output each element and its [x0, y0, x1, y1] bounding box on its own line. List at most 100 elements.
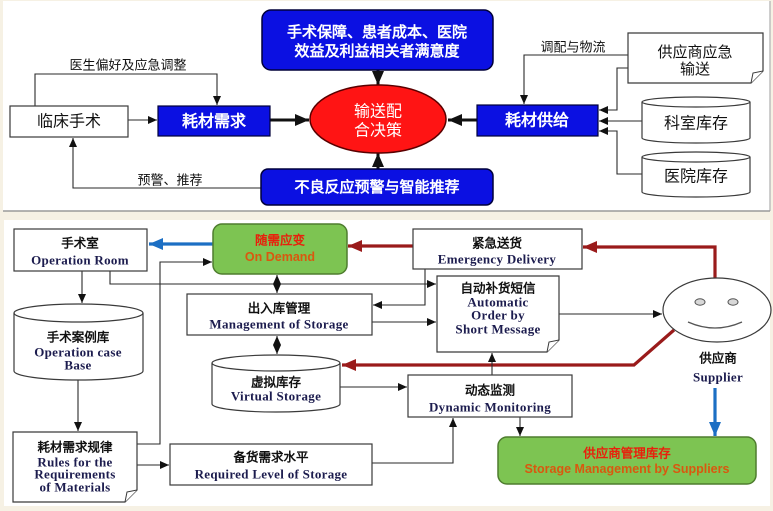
edge-emergency-to-storage-management [373, 269, 426, 309]
material-supply-shape [476, 104, 599, 137]
virtual-storage-cylinder-rim [211, 362, 341, 372]
on-demand-zh: 随需应变 [255, 233, 306, 248]
auto-order-en-line-1: Automatic [467, 295, 528, 310]
emergency-delivery-node: 紧急送货 Emergency Delivery [412, 228, 583, 270]
warning-box-label: 不良反应预警与智能推荐 [294, 178, 459, 196]
material-demand-node: 耗材需求 [157, 105, 271, 137]
goals-box-shape [261, 9, 494, 71]
supplier-right-eye-icon [727, 298, 739, 306]
supplier-left-eye-icon [694, 298, 706, 306]
edge-hospital-stock-to-supply [599, 127, 642, 175]
edge-label-warning: 预警、推荐 [137, 173, 202, 189]
operation-room-zh: 手术室 [61, 236, 99, 251]
emergency-delivery-en: Emergency Delivery [438, 252, 557, 267]
vmi-shape [497, 436, 757, 485]
supplier-emergency-delivery-line-2: 输送 [680, 60, 710, 78]
case-base-en-line-2: Base [64, 358, 91, 373]
edge-supplier-to-virtual-storage [342, 328, 676, 371]
on-demand-shape [212, 223, 348, 275]
requirement-rules-node: 耗材需求规律 Rules for the Requirements of Mat… [12, 431, 138, 503]
department-stock-cylinder-rim [641, 101, 751, 108]
document-fold-icon [124, 489, 138, 503]
dynamic-monitoring-zh: 动态监测 [465, 383, 515, 398]
edge-surgery-to-demand-preference [34, 73, 221, 106]
on-demand-en: On Demand [245, 250, 315, 264]
hospital-stock-label: 医院库存 [664, 167, 728, 186]
auto-order-en-line-3: Short Message [455, 322, 540, 337]
hospital-stock-node: 医院库存 [641, 151, 751, 198]
emergency-delivery-shape [412, 228, 583, 270]
required-level-shape [169, 443, 373, 486]
dynamic-monitoring-shape [407, 374, 573, 418]
required-level-node: 备货需求水平 Required Level of Storage [169, 443, 373, 486]
storage-management-en: Management of Storage [209, 317, 348, 332]
supplier-emergency-delivery-node: 供应商应急 输送 [627, 32, 764, 84]
vmi-en: Storage Management by Suppliers [525, 462, 730, 476]
material-demand-shape [157, 105, 271, 137]
document-fold-icon [546, 339, 560, 353]
storage-management-zh: 出入库管理 [248, 301, 311, 316]
decision-node-line-1: 输送配 [354, 102, 402, 121]
operation-room-shape [13, 228, 148, 272]
auto-order-en-line-2: Order by [471, 308, 525, 323]
material-supply-label: 耗材供给 [505, 111, 569, 130]
document-fold-icon [750, 70, 764, 84]
virtual-storage-zh: 虚拟库存 [251, 375, 302, 390]
edge-rules-to-on-demand [137, 258, 212, 445]
case-base-en-line-1: Operation case [34, 345, 122, 360]
supplier-en: Supplier [693, 370, 743, 385]
requirement-rules-en-line-2: Requirements [34, 467, 115, 482]
decision-node-line-2: 合决策 [354, 121, 402, 140]
edge-operation-room-to-auto-order [109, 271, 436, 288]
auto-order-node: 自动补货短信 Automatic Order by Short Message [436, 275, 560, 353]
supplier-emergency-delivery-line-1: 供应商应急 [657, 43, 732, 61]
case-base-cylinder-icon [13, 303, 144, 381]
required-level-zh: 备货需求水平 [232, 450, 309, 465]
department-stock-node: 科室库存 [641, 96, 751, 144]
warning-box: 不良反应预警与智能推荐 [260, 168, 494, 206]
case-base-zh: 手术案例库 [47, 330, 110, 345]
vmi-zh: 供应商管理库存 [582, 446, 671, 461]
goals-box-line-2: 效益及利益相关者满意度 [294, 42, 460, 60]
auto-order-zh: 自动补货短信 [460, 281, 536, 296]
case-base-node: 手术案例库 Operation case Base [13, 303, 144, 381]
department-stock-cylinder-icon [641, 96, 751, 144]
edge-required-level-to-monitoring [372, 418, 457, 464]
storage-management-node: 出入库管理 Management of Storage [186, 293, 373, 336]
supplier-smiley-face-icon [662, 277, 772, 343]
edge-supplier-to-emergency [583, 241, 717, 279]
emergency-delivery-zh: 紧急送货 [472, 236, 523, 251]
edge-warning-to-surgery [69, 138, 261, 189]
on-demand-node: 随需应变 On Demand [212, 223, 348, 275]
edge-emergency-to-supply [599, 67, 628, 114]
required-level-en: Required Level of Storage [195, 467, 348, 482]
material-demand-label: 耗材需求 [182, 112, 247, 131]
virtual-storage-cylinder-icon [211, 354, 341, 413]
hospital-stock-cylinder-icon [641, 151, 751, 198]
virtual-storage-en: Virtual Storage [231, 389, 321, 404]
bottom-panel: 手术室 Operation Room 随需应变 On Demand 紧急送货 E… [4, 220, 772, 506]
goals-box: 手术保障、患者成本、医院 效益及利益相关者满意度 [261, 9, 494, 71]
supplier-zh: 供应商 [698, 351, 737, 366]
material-supply-node: 耗材供给 [476, 104, 599, 137]
clinical-surgery-shape [9, 105, 129, 138]
department-stock-label: 科室库存 [664, 114, 728, 133]
clinical-surgery-label: 临床手术 [37, 112, 101, 131]
requirement-rules-zh: 耗材需求规律 [37, 440, 113, 455]
edge-emergency-to-supply-logistics [520, 54, 628, 104]
operation-room-node: 手术室 Operation Room [13, 228, 148, 272]
clinical-surgery-node: 临床手术 [9, 105, 129, 138]
warning-box-shape [260, 168, 494, 206]
decision-node: 输送配 合决策 [309, 84, 447, 154]
requirement-rules-en-line-3: of Materials [39, 480, 110, 495]
edge-label-logistics: 调配与物流 [540, 41, 605, 56]
dynamic-monitoring-en: Dynamic Monitoring [429, 400, 551, 415]
decision-node-shape [309, 84, 447, 154]
operation-room-en: Operation Room [31, 253, 129, 268]
supplier-smile-icon [687, 321, 743, 329]
edge-label-preference: 医生偏好及应急调整 [69, 58, 186, 74]
top-panel: 手术保障、患者成本、医院 效益及利益相关者满意度 输送配 合决策 不良反应预警与… [3, 1, 771, 212]
hospital-stock-cylinder-rim [641, 156, 751, 163]
dynamic-monitoring-node: 动态监测 Dynamic Monitoring [407, 374, 573, 418]
